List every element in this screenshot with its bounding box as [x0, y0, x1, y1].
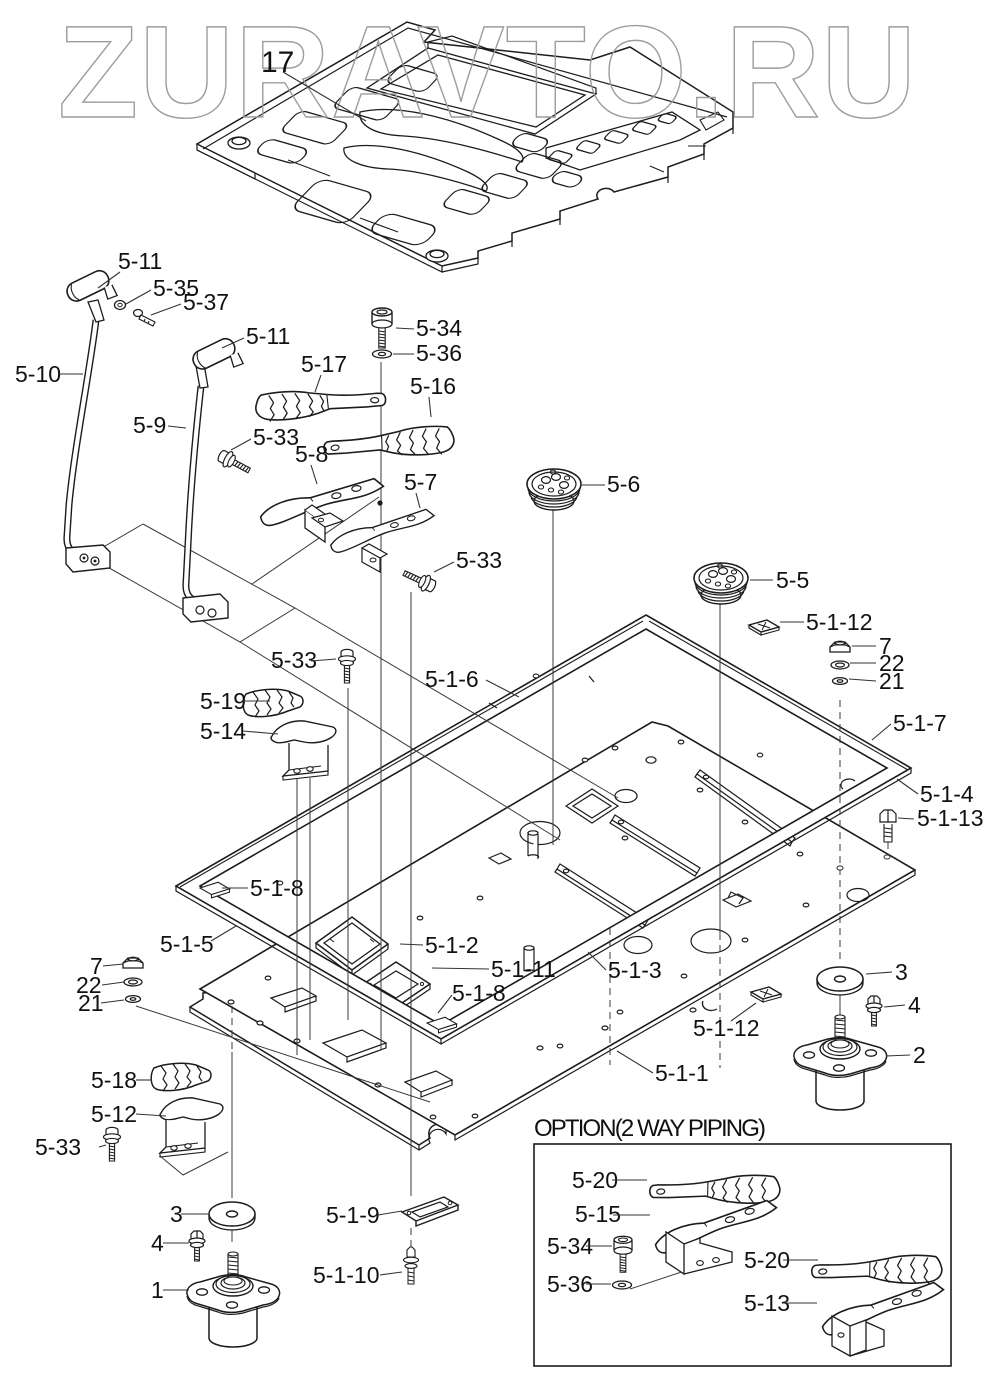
svg-text:2: 2: [913, 1042, 926, 1068]
svg-text:5-5: 5-5: [776, 567, 809, 593]
svg-text:5-1-2: 5-1-2: [425, 932, 479, 958]
svg-text:5-33: 5-33: [253, 424, 299, 450]
svg-text:OPTION(2 WAY PIPING): OPTION(2 WAY PIPING): [534, 1115, 766, 1142]
svg-text:5-1-11: 5-1-11: [491, 956, 556, 982]
svg-text:5-1-8: 5-1-8: [250, 875, 304, 901]
svg-text:5-33: 5-33: [456, 547, 502, 573]
svg-text:5-6: 5-6: [607, 471, 640, 497]
svg-text:5-33: 5-33: [35, 1134, 81, 1160]
svg-text:5-19: 5-19: [200, 688, 246, 714]
svg-text:3: 3: [170, 1201, 183, 1227]
svg-text:7: 7: [90, 953, 103, 979]
svg-text:5-1-13: 5-1-13: [917, 805, 983, 831]
svg-text:5-1-3: 5-1-3: [608, 957, 662, 983]
svg-text:5-1-6: 5-1-6: [425, 666, 479, 692]
svg-text:22: 22: [76, 972, 102, 998]
svg-text:5-9: 5-9: [133, 412, 166, 438]
svg-text:5-1-12: 5-1-12: [693, 1015, 759, 1041]
svg-text:21: 21: [879, 668, 905, 694]
svg-text:21: 21: [78, 990, 104, 1016]
svg-text:5-20: 5-20: [744, 1247, 790, 1273]
svg-text:5-20: 5-20: [572, 1167, 618, 1193]
svg-text:ZURAVTO.RU: ZURAVTO.RU: [58, 0, 916, 145]
svg-text:5-37: 5-37: [183, 289, 229, 315]
svg-text:5-1-4: 5-1-4: [920, 781, 974, 807]
svg-text:4: 4: [908, 992, 921, 1018]
svg-text:5-13: 5-13: [744, 1290, 790, 1316]
svg-text:5-1-12: 5-1-12: [806, 609, 872, 635]
svg-text:5-14: 5-14: [200, 718, 246, 744]
svg-text:17: 17: [261, 46, 294, 79]
svg-text:5-1-10: 5-1-10: [313, 1262, 379, 1288]
svg-text:5-11: 5-11: [118, 248, 162, 274]
svg-text:5-8: 5-8: [295, 441, 328, 467]
svg-text:5-17: 5-17: [301, 351, 347, 377]
svg-text:5-16: 5-16: [410, 373, 456, 399]
svg-text:22: 22: [879, 650, 905, 676]
svg-text:5-1-9: 5-1-9: [326, 1202, 380, 1228]
svg-text:5-1-7: 5-1-7: [893, 710, 947, 736]
svg-text:5-34: 5-34: [547, 1233, 593, 1259]
svg-text:5-11: 5-11: [246, 323, 290, 349]
svg-text:5-15: 5-15: [575, 1201, 621, 1227]
svg-text:4: 4: [151, 1230, 164, 1256]
svg-text:5-36: 5-36: [547, 1271, 593, 1297]
svg-text:3: 3: [895, 959, 908, 985]
svg-text:5-34: 5-34: [416, 315, 462, 341]
svg-text:5-7: 5-7: [404, 469, 437, 495]
svg-text:5-1-5: 5-1-5: [160, 931, 214, 957]
svg-text:5-18: 5-18: [91, 1067, 137, 1093]
svg-text:1: 1: [151, 1277, 164, 1303]
svg-text:5-10: 5-10: [15, 361, 61, 387]
svg-text:5-33: 5-33: [271, 647, 317, 673]
svg-text:5-12: 5-12: [91, 1101, 137, 1127]
svg-text:5-1-8: 5-1-8: [452, 980, 506, 1006]
svg-text:5-1-1: 5-1-1: [655, 1060, 709, 1086]
svg-text:7: 7: [879, 633, 892, 659]
svg-text:5-36: 5-36: [416, 340, 462, 366]
svg-text:5-35: 5-35: [153, 275, 199, 301]
